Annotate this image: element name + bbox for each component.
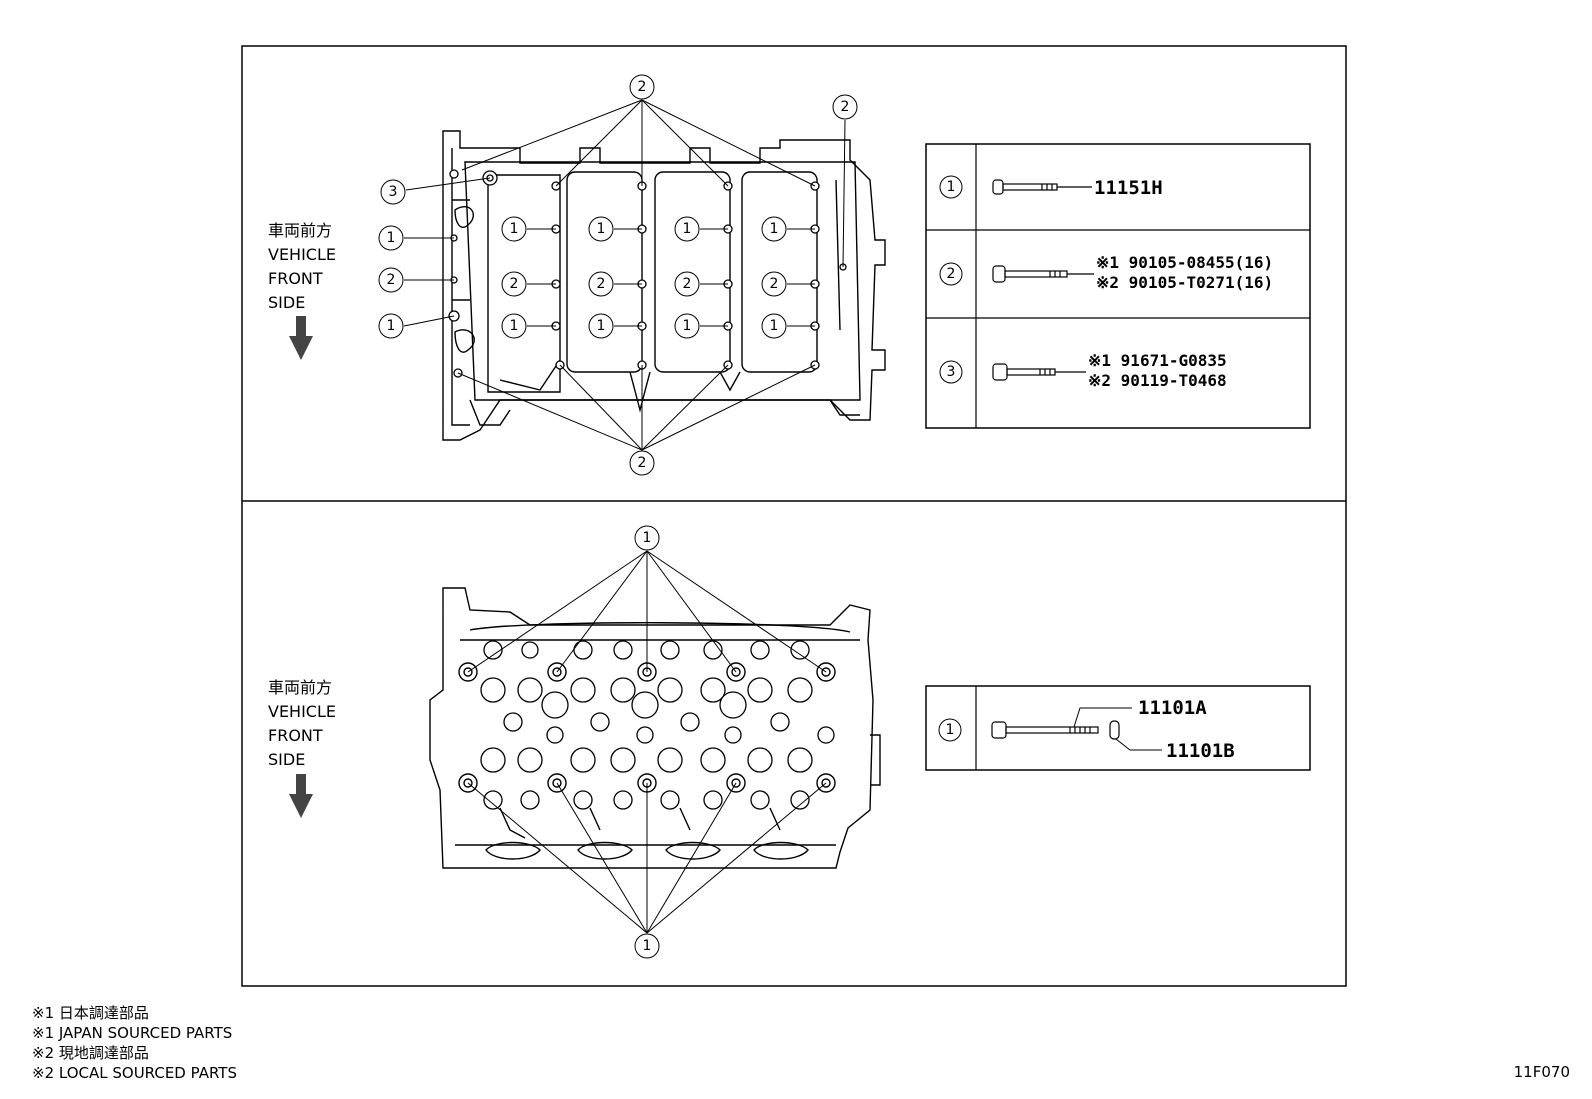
head-bolt-icon xyxy=(991,721,1099,739)
note-local-en: ※2 LOCAL SOURCED PARTS xyxy=(32,1064,237,1082)
callout-row1-c3: 1 xyxy=(674,216,700,242)
table-row-1: 1 11151H xyxy=(939,175,1163,199)
note-local-jp: ※2 現地調達部品 xyxy=(32,1044,149,1062)
bolt-icon xyxy=(992,265,1094,283)
callout-row3-c2: 1 xyxy=(588,313,614,339)
table-row-3: 3 ※1 91671-G0835 ※2 90119-T0468 xyxy=(939,351,1227,390)
svg-text:1: 1 xyxy=(387,318,396,334)
bolt-icon xyxy=(992,179,1092,195)
callout-2-right: 2 xyxy=(832,94,858,120)
svg-text:車両前方: 車両前方 xyxy=(268,678,332,697)
upper-parts-table: 1 11151H 2 ※1 90105-08455(16) ※2 90105-T… xyxy=(925,143,1311,429)
callout-3: 3 xyxy=(380,179,406,205)
lower-direction-label: 車両前方 VEHICLE FRONT SIDE xyxy=(268,678,336,769)
diagram-frame xyxy=(241,45,1347,987)
callout-row3-c3: 1 xyxy=(674,313,700,339)
svg-text:※2 90119-T0468: ※2 90119-T0468 xyxy=(1088,371,1227,390)
callout-row2-c3: 2 xyxy=(674,271,700,297)
upper-block-drawing xyxy=(442,130,886,441)
svg-text:1: 1 xyxy=(683,318,692,334)
svg-text:3: 3 xyxy=(389,184,398,200)
svg-text:3: 3 xyxy=(947,364,956,380)
upper-leader-lines xyxy=(403,99,846,451)
svg-text:11101B: 11101B xyxy=(1166,740,1235,762)
svg-text:2: 2 xyxy=(841,99,850,115)
svg-text:※1 90105-08455(16): ※1 90105-08455(16) xyxy=(1096,253,1273,272)
svg-text:FRONT: FRONT xyxy=(268,726,323,745)
upper-direction-label: 車両前方 VEHICLE FRONT SIDE xyxy=(268,221,336,312)
callout-2-top: 2 xyxy=(629,74,655,100)
svg-text:11101A: 11101A xyxy=(1138,697,1207,719)
callout-1-bottom: 1 xyxy=(634,933,660,959)
svg-text:1: 1 xyxy=(387,230,396,246)
callout-row1-c2: 1 xyxy=(588,216,614,242)
svg-text:1: 1 xyxy=(597,221,606,237)
bolt-icon xyxy=(992,363,1086,381)
table-row-2: 2 ※1 90105-08455(16) ※2 90105-T0271(16) xyxy=(939,253,1273,292)
callout-1-b: 1 xyxy=(378,313,404,339)
callout-2-a: 2 xyxy=(378,267,404,293)
svg-text:FRONT: FRONT xyxy=(268,269,323,288)
note-japan-en: ※1 JAPAN SOURCED PARTS xyxy=(32,1024,233,1042)
svg-text:1: 1 xyxy=(947,179,956,195)
callout-row2-c4: 2 xyxy=(761,271,787,297)
upper-callouts: 2 2 2 3 1 2 1 1 1 1 1 2 2 2 2 1 1 1 1 xyxy=(378,74,858,476)
svg-text:2: 2 xyxy=(597,276,606,292)
callout-1-a: 1 xyxy=(378,225,404,251)
lower-direction-arrow xyxy=(289,774,313,818)
lower-callouts: 1 1 xyxy=(634,525,660,959)
lower-leader-lines xyxy=(467,550,827,934)
svg-text:1: 1 xyxy=(597,318,606,334)
upper-direction-arrow xyxy=(289,316,313,360)
callout-1-top: 1 xyxy=(634,525,660,551)
lower-port-holes xyxy=(480,640,835,810)
svg-text:SIDE: SIDE xyxy=(268,293,305,312)
svg-text:※2 90105-T0271(16): ※2 90105-T0271(16) xyxy=(1096,273,1273,292)
svg-text:※1 91671-G0835: ※1 91671-G0835 xyxy=(1088,351,1227,370)
callout-row2-c1: 2 xyxy=(501,271,527,297)
callout-row1-c4: 1 xyxy=(761,216,787,242)
svg-text:2: 2 xyxy=(387,272,396,288)
svg-text:1: 1 xyxy=(643,530,652,546)
callout-row2-c2: 2 xyxy=(588,271,614,297)
svg-text:1: 1 xyxy=(946,722,955,738)
callout-row3-c1: 1 xyxy=(501,313,527,339)
svg-text:VEHICLE: VEHICLE xyxy=(268,245,336,264)
figure-id: 11F070 xyxy=(1513,1063,1570,1081)
svg-text:1: 1 xyxy=(770,318,779,334)
svg-text:車両前方: 車両前方 xyxy=(268,221,332,240)
svg-text:1: 1 xyxy=(510,221,519,237)
callout-2-bottom: 2 xyxy=(629,450,655,476)
svg-text:SIDE: SIDE xyxy=(268,750,305,769)
svg-text:11151H: 11151H xyxy=(1094,177,1163,199)
lower-head-drawing xyxy=(429,587,881,869)
svg-text:VEHICLE: VEHICLE xyxy=(268,702,336,721)
washer-icon xyxy=(1109,720,1120,740)
svg-text:1: 1 xyxy=(510,318,519,334)
svg-text:1: 1 xyxy=(770,221,779,237)
svg-text:2: 2 xyxy=(638,455,647,471)
lower-parts-table: 1 11101A 11101B xyxy=(925,685,1311,771)
svg-text:2: 2 xyxy=(638,79,647,95)
svg-text:2: 2 xyxy=(683,276,692,292)
callout-row3-c4: 1 xyxy=(761,313,787,339)
svg-text:1: 1 xyxy=(643,938,652,954)
note-japan-jp: ※1 日本調達部品 xyxy=(32,1004,149,1022)
svg-text:2: 2 xyxy=(947,266,956,282)
svg-text:2: 2 xyxy=(510,276,519,292)
callout-row1-c1: 1 xyxy=(501,216,527,242)
svg-text:2: 2 xyxy=(770,276,779,292)
svg-text:1: 1 xyxy=(683,221,692,237)
